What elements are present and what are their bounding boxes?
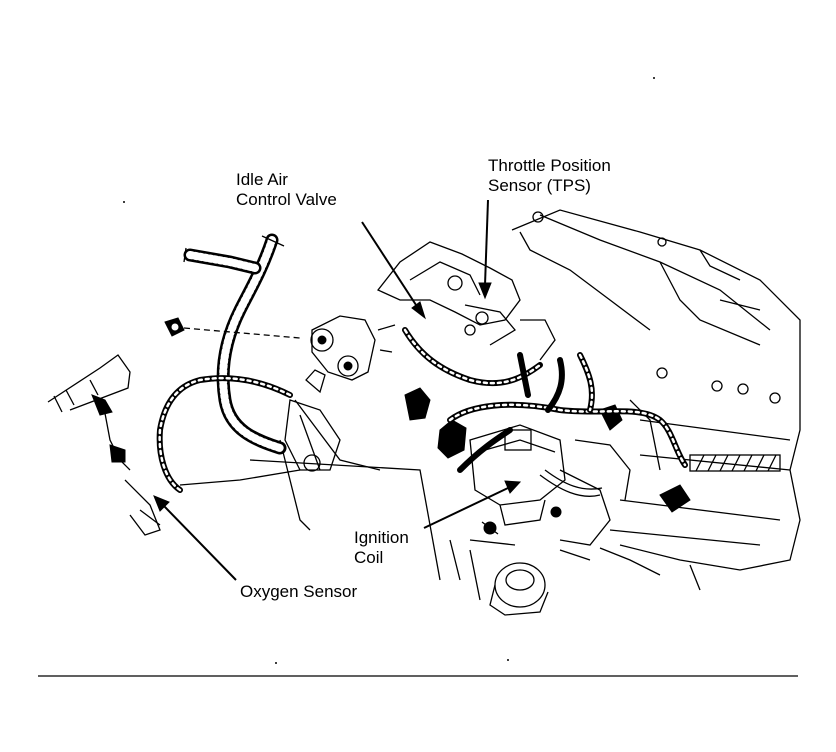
bolt — [164, 317, 301, 339]
throttle-body-assembly — [376, 241, 556, 361]
oxygen-sensor-leader — [163, 505, 237, 581]
ignition-coil-assembly — [404, 387, 691, 546]
idle-air-label: Idle Air Control Valve — [236, 170, 337, 210]
tps-arrowhead — [478, 282, 492, 300]
engine-block — [511, 209, 801, 571]
specks — [123, 77, 655, 664]
engine-bolt-holes — [532, 211, 781, 404]
tps-label-line1: Throttle Position — [488, 156, 611, 175]
wiring-harness — [156, 327, 688, 497]
idle-air-leader — [361, 221, 419, 309]
ignition-coil-label-line2: Coil — [354, 548, 384, 567]
idle-air-label-line2: Control Valve — [236, 190, 337, 209]
frame-lines — [179, 399, 701, 601]
oxygen-sensor-label: Oxygen Sensor — [240, 582, 358, 601]
corrugated-hose — [183, 233, 287, 455]
idle-air-arrowhead — [411, 301, 426, 320]
ignition-coil-arrowhead — [504, 480, 522, 494]
leader-lines — [153, 199, 522, 581]
ignition-coil-label: Ignition Coil — [354, 528, 409, 568]
tps-leader — [484, 199, 489, 286]
exhaust-pipe — [47, 354, 161, 536]
iac-valve-parts — [284, 315, 396, 472]
tps-label: Throttle Position Sensor (TPS) — [488, 156, 611, 196]
ignition-coil-label-line1: Ignition — [354, 528, 409, 547]
idle-air-label-line1: Idle Air — [236, 170, 288, 189]
ignition-coil-leader — [423, 487, 509, 529]
oxygen-sensor-arrowhead — [153, 495, 170, 512]
engine-strip — [689, 454, 781, 472]
tps-label-line2: Sensor (TPS) — [488, 176, 591, 195]
round-component — [469, 521, 549, 616]
